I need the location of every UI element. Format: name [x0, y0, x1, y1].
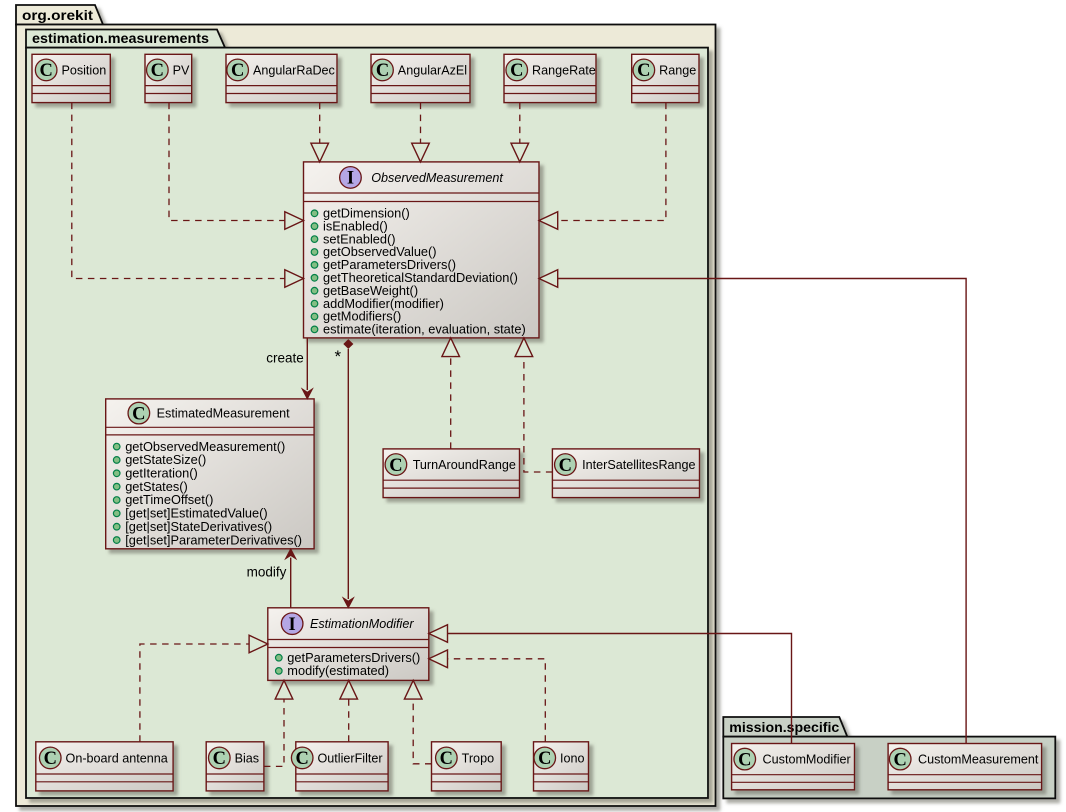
svg-text:C: C: [538, 749, 551, 769]
svg-text:Range: Range: [659, 63, 696, 77]
svg-text:C: C: [296, 749, 309, 769]
svg-text:getModifiers(): getModifiers(): [323, 309, 401, 324]
svg-text:getParametersDrivers(): getParametersDrivers(): [287, 650, 420, 665]
svg-text:C: C: [738, 750, 751, 770]
svg-text:addModifier(modifier): addModifier(modifier): [323, 296, 444, 311]
svg-text:AngularAzEl: AngularAzEl: [398, 63, 467, 77]
svg-text:AngularRaDec: AngularRaDec: [253, 63, 335, 77]
svg-text:getObservedMeasurement(): getObservedMeasurement(): [125, 439, 285, 454]
svg-text:[get|set]EstimatedValue(): [get|set]EstimatedValue(): [125, 506, 268, 521]
svg-text:modify: modify: [247, 564, 287, 579]
svg-text:CustomMeasurement: CustomMeasurement: [918, 753, 1039, 767]
svg-text:estimation.measurements: estimation.measurements: [32, 31, 209, 47]
svg-text:C: C: [132, 404, 145, 424]
svg-text:Iono: Iono: [560, 751, 585, 765]
svg-text:Position: Position: [61, 63, 106, 77]
svg-text:ObservedMeasurement: ObservedMeasurement: [371, 171, 503, 185]
svg-text:[get|set]StateDerivatives(): [get|set]StateDerivatives(): [125, 519, 272, 534]
svg-text:C: C: [894, 750, 907, 770]
svg-text:RangeRate: RangeRate: [532, 63, 596, 77]
svg-text:I: I: [289, 615, 296, 635]
svg-text:getIteration(): getIteration(): [125, 466, 198, 481]
svg-text:C: C: [376, 61, 389, 81]
svg-text:C: C: [389, 456, 402, 476]
svg-text:org.orekit: org.orekit: [22, 8, 93, 24]
svg-text:estimate(iteration, evaluatio: estimate(iteration, evaluation, state): [323, 322, 526, 337]
svg-text:CustomModifier: CustomModifier: [763, 753, 851, 767]
svg-text:C: C: [213, 749, 226, 769]
svg-text:getTimeOffset(): getTimeOffset(): [125, 492, 213, 507]
svg-text:getTheoreticalStandardDeviatio: getTheoreticalStandardDeviation(): [323, 270, 518, 285]
svg-text:getObservedValue(): getObservedValue(): [323, 244, 437, 259]
svg-text:InterSatellitesRange: InterSatellitesRange: [582, 458, 695, 472]
svg-text:I: I: [347, 169, 354, 189]
svg-text:OutlierFilter: OutlierFilter: [318, 751, 383, 765]
svg-text:C: C: [44, 749, 57, 769]
svg-text:getParametersDrivers(): getParametersDrivers(): [323, 257, 456, 272]
svg-text:C: C: [231, 61, 244, 81]
svg-text:isEnabled(): isEnabled(): [323, 218, 388, 233]
svg-text:C: C: [637, 61, 650, 81]
svg-text:getStates(): getStates(): [125, 479, 188, 494]
svg-text:mission.specific: mission.specific: [729, 720, 839, 736]
svg-text:getStateSize(): getStateSize(): [125, 452, 206, 467]
svg-text:*: *: [335, 347, 342, 366]
svg-text:C: C: [440, 749, 453, 769]
svg-text:modify(estimated): modify(estimated): [287, 663, 389, 678]
svg-text:PV: PV: [173, 63, 190, 77]
svg-text:EstimationModifier: EstimationModifier: [310, 617, 414, 631]
svg-text:Tropo: Tropo: [462, 751, 494, 765]
svg-text:C: C: [510, 61, 523, 81]
svg-text:getBaseWeight(): getBaseWeight(): [323, 283, 418, 298]
svg-text:C: C: [39, 61, 52, 81]
svg-text:C: C: [151, 61, 164, 81]
svg-text:create: create: [266, 350, 304, 365]
svg-text:C: C: [559, 456, 572, 476]
svg-text:On-board antenna: On-board antenna: [66, 751, 168, 765]
svg-text:getDimension(): getDimension(): [323, 206, 410, 221]
svg-text:Bias: Bias: [235, 751, 260, 765]
svg-text:[get|set]ParameterDerivatives(: [get|set]ParameterDerivatives(): [125, 532, 302, 547]
svg-text:TurnAroundRange: TurnAroundRange: [413, 458, 516, 472]
svg-text:EstimatedMeasurement: EstimatedMeasurement: [157, 407, 290, 421]
svg-text:setEnabled(): setEnabled(): [323, 231, 396, 246]
